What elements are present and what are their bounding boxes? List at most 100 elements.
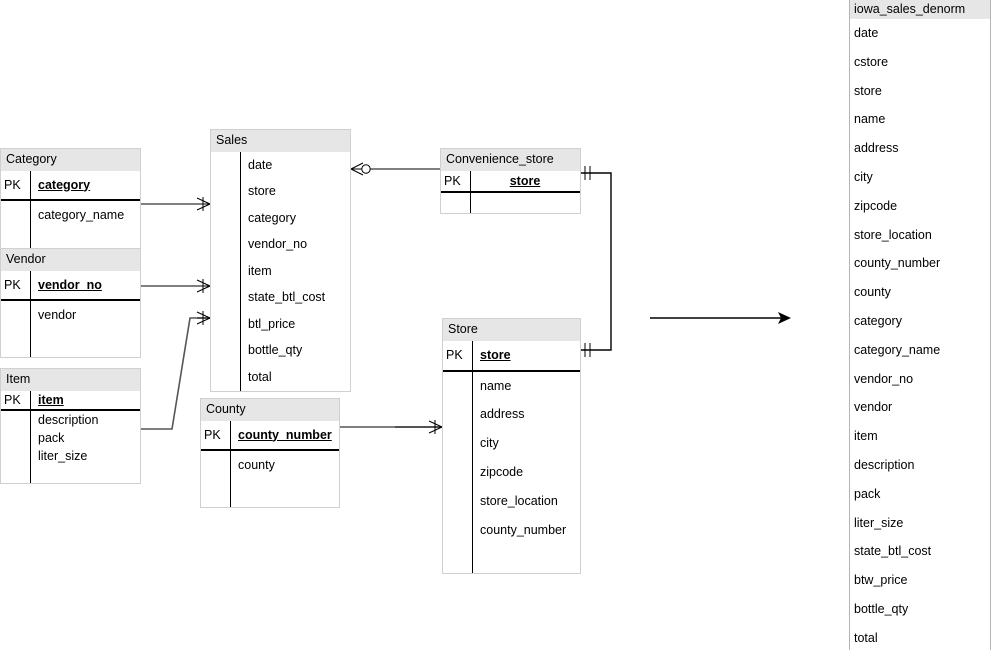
attribute-row[interactable]: zipcode: [443, 458, 580, 487]
attribute-name: store_location: [480, 493, 558, 508]
attribute-name: item: [248, 263, 272, 278]
denorm-column[interactable]: state_btl_cost: [854, 544, 932, 559]
denorm-column[interactable]: date: [854, 26, 879, 40]
entity-title: Sales: [211, 130, 350, 152]
denorm-column[interactable]: category_name: [854, 342, 941, 357]
attribute-row[interactable]: total: [211, 364, 350, 391]
denorm-column[interactable]: store_location: [854, 227, 932, 242]
attribute-row[interactable]: btl_price: [211, 311, 350, 338]
pk-field-name: store: [480, 347, 511, 362]
attribute-row[interactable]: pack: [1, 429, 140, 447]
empty-attribute-row: [441, 193, 580, 213]
attribute-row[interactable]: vendor_no: [211, 232, 350, 259]
denorm-column[interactable]: county: [854, 285, 891, 300]
denorm-column[interactable]: address: [854, 141, 899, 156]
pk-field-name: item: [38, 392, 64, 407]
attribute-name: address: [480, 407, 525, 422]
attribute-name: county: [238, 457, 275, 472]
attribute-row[interactable]: address: [443, 401, 580, 430]
attribute-row[interactable]: county: [201, 451, 339, 479]
denorm-column[interactable]: liter_size: [854, 515, 904, 530]
attribute-row[interactable]: store_location: [443, 487, 580, 516]
denorm-column[interactable]: total: [854, 630, 878, 645]
attribute-row[interactable]: name: [443, 372, 580, 401]
relationship-vendor-to-sales: [141, 279, 211, 293]
denorm-column[interactable]: county_number: [854, 256, 941, 271]
empty-attribute-row: [201, 479, 339, 507]
primary-key-row[interactable]: PK item: [1, 391, 140, 411]
attribute-name: liter_size: [38, 448, 88, 463]
attribute-row[interactable]: liter_size: [1, 447, 140, 465]
pk-marker: PK: [4, 177, 21, 192]
denorm-column[interactable]: name: [854, 112, 886, 127]
relationship-county-to-store: [340, 420, 443, 434]
attribute-name: vendor_no: [248, 237, 308, 252]
attribute-name: description: [38, 412, 99, 427]
pk-marker: PK: [444, 173, 461, 188]
attribute-name: vendor: [38, 307, 77, 322]
denorm-column-list: date cstore store name address city zipcode sto…: [850, 19, 990, 653]
pk-marker: PK: [4, 392, 21, 407]
entity-title: County: [201, 399, 339, 421]
relationship-category-to-sales: [141, 197, 211, 211]
denorm-column[interactable]: city: [854, 169, 873, 184]
denorm-column[interactable]: bottle_qty: [854, 601, 909, 616]
attribute-name: name: [480, 378, 512, 393]
denorm-column[interactable]: cstore: [854, 54, 889, 69]
attribute-row[interactable]: category_name: [1, 201, 140, 229]
pk-marker: PK: [4, 277, 21, 292]
attribute-row[interactable]: bottle_qty: [211, 338, 350, 365]
denorm-column[interactable]: store: [854, 83, 882, 98]
denorm-column[interactable]: zipcode: [854, 198, 898, 213]
denormalization-arrow: [650, 312, 791, 324]
denorm-column[interactable]: category: [854, 313, 902, 328]
attribute-row[interactable]: county_number: [443, 516, 580, 545]
attribute-name: state_btl_cost: [248, 290, 326, 305]
denorm-column[interactable]: vendor_no: [854, 371, 914, 386]
attribute-name: zipcode: [480, 465, 524, 480]
attribute-row[interactable]: store: [211, 179, 350, 206]
attribute-name: total: [248, 369, 272, 384]
denorm-column[interactable]: description: [854, 457, 915, 472]
empty-attribute-row: [1, 465, 140, 483]
attribute-name: category_name: [38, 207, 125, 222]
empty-attribute-row: [443, 545, 580, 574]
attribute-row[interactable]: state_btl_cost: [211, 285, 350, 312]
attribute-row[interactable]: date: [211, 152, 350, 179]
denorm-column[interactable]: btw_price: [854, 573, 908, 588]
attribute-row[interactable]: vendor: [1, 301, 140, 329]
relationship-convenience-store-to-store: [581, 166, 612, 357]
attribute-row[interactable]: item: [211, 258, 350, 285]
attribute-row[interactable]: description: [1, 411, 140, 429]
entity-title: Item: [1, 369, 140, 391]
attribute-row[interactable]: city: [443, 429, 580, 458]
attribute-row[interactable]: category: [211, 205, 350, 232]
denorm-column[interactable]: item: [854, 429, 878, 444]
attribute-name: county_number: [480, 522, 567, 537]
entity-title: Category: [1, 149, 140, 171]
denorm-column[interactable]: pack: [854, 486, 881, 501]
empty-attribute-row: [1, 329, 140, 357]
attribute-name: category: [248, 210, 296, 225]
attribute-name: date: [248, 157, 273, 172]
denorm-column[interactable]: vendor: [854, 400, 893, 415]
entity-title: Vendor: [1, 249, 140, 271]
